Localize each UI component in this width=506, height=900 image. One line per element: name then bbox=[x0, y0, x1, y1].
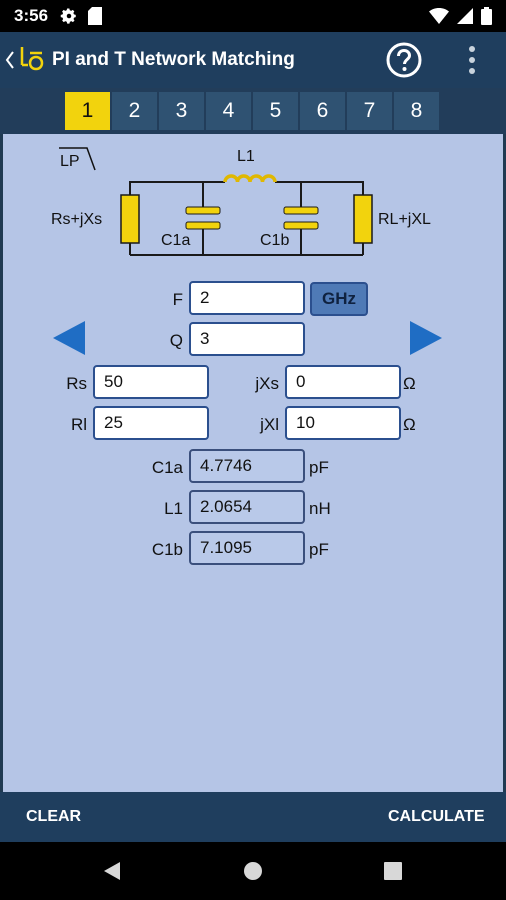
tab-strip: 1 2 3 4 5 6 7 8 bbox=[0, 88, 506, 134]
pi-network-schematic: LP L1 Rs+jXs RL+jXL C1a C1b bbox=[51, 147, 431, 256]
jxs-label: jXs bbox=[255, 374, 279, 393]
result-c1b-unit: pF bbox=[309, 540, 329, 559]
tab-1[interactable]: 1 bbox=[65, 92, 110, 130]
source-impedance-label: Rs+jXs bbox=[51, 211, 102, 228]
cell-signal-icon bbox=[457, 8, 473, 24]
jxl-input[interactable] bbox=[285, 406, 401, 440]
back-chevron-icon[interactable] bbox=[4, 48, 16, 72]
nav-recents-icon[interactable] bbox=[384, 862, 402, 880]
bottom-action-bar: CLEAR CALCULATE bbox=[0, 792, 506, 842]
inductor-label: L1 bbox=[237, 148, 255, 165]
system-nav-bar bbox=[0, 842, 506, 900]
result-c1a-value: 4.7746 bbox=[189, 449, 305, 483]
jxl-label: jXl bbox=[260, 415, 279, 434]
result-c1a-label: C1a bbox=[151, 458, 183, 477]
frequency-input[interactable] bbox=[189, 281, 305, 315]
load-impedance-label: RL+jXL bbox=[378, 211, 431, 228]
jxl-unit: Ω bbox=[403, 415, 416, 434]
sd-card-icon bbox=[88, 7, 103, 25]
clear-button[interactable]: CLEAR bbox=[26, 808, 82, 825]
load-impedance-resistor bbox=[353, 194, 373, 244]
tab-6[interactable]: 6 bbox=[300, 92, 345, 130]
inductor-coil bbox=[223, 174, 277, 183]
rl-label: Rl bbox=[70, 415, 87, 434]
overflow-menu-icon[interactable] bbox=[462, 42, 482, 78]
settings-gear-icon bbox=[60, 8, 76, 24]
help-icon[interactable] bbox=[384, 40, 424, 80]
capacitor-a-top-plate bbox=[185, 206, 221, 215]
wifi-icon bbox=[429, 8, 449, 24]
nav-back-icon[interactable] bbox=[102, 861, 122, 881]
frequency-unit-button[interactable]: GHz bbox=[310, 282, 368, 316]
battery-icon bbox=[481, 7, 492, 25]
nav-home-icon[interactable] bbox=[243, 861, 263, 881]
jxs-input[interactable] bbox=[285, 365, 401, 399]
status-bar: 3:56 bbox=[0, 0, 506, 32]
capacitor-a-label: C1a bbox=[161, 232, 190, 249]
result-c1a-unit: pF bbox=[309, 458, 329, 477]
result-l1-label: L1 bbox=[164, 499, 183, 518]
previous-arrow-icon[interactable] bbox=[51, 319, 87, 357]
capacitor-b-label: C1b bbox=[260, 232, 289, 249]
filter-type-label: LP bbox=[60, 153, 80, 170]
calculator-panel: LP L1 Rs+jXs RL+jXL C1a C1b F GHz Q bbox=[3, 134, 503, 792]
app-bar: PI and T Network Matching bbox=[0, 32, 506, 88]
capacitor-a-bottom-plate bbox=[185, 221, 221, 230]
frequency-label: F bbox=[172, 290, 183, 309]
tab-7[interactable]: 7 bbox=[347, 92, 392, 130]
rs-input[interactable] bbox=[93, 365, 209, 399]
result-c1b-label: C1b bbox=[151, 540, 183, 559]
rl-input[interactable] bbox=[93, 406, 209, 440]
capacitor-b-top-plate bbox=[283, 206, 319, 215]
app-title: PI and T Network Matching bbox=[52, 49, 295, 70]
calculate-button[interactable]: CALCULATE bbox=[388, 808, 485, 825]
result-l1-unit: nH bbox=[309, 499, 331, 518]
app-logo-icon bbox=[20, 47, 44, 71]
q-factor-input[interactable] bbox=[189, 322, 305, 356]
tab-4[interactable]: 4 bbox=[206, 92, 251, 130]
tab-2[interactable]: 2 bbox=[112, 92, 157, 130]
result-c1b-value: 7.1095 bbox=[189, 531, 305, 565]
tab-3[interactable]: 3 bbox=[159, 92, 204, 130]
rs-label: Rs bbox=[66, 374, 87, 393]
q-label: Q bbox=[169, 331, 183, 350]
source-impedance-resistor bbox=[120, 194, 140, 244]
capacitor-b-bottom-plate bbox=[283, 221, 319, 230]
tab-5[interactable]: 5 bbox=[253, 92, 298, 130]
next-arrow-icon[interactable] bbox=[408, 319, 444, 357]
tab-8[interactable]: 8 bbox=[394, 92, 439, 130]
status-time: 3:56 bbox=[14, 6, 49, 25]
result-l1-value: 2.0654 bbox=[189, 490, 305, 524]
jxs-unit: Ω bbox=[403, 374, 416, 393]
